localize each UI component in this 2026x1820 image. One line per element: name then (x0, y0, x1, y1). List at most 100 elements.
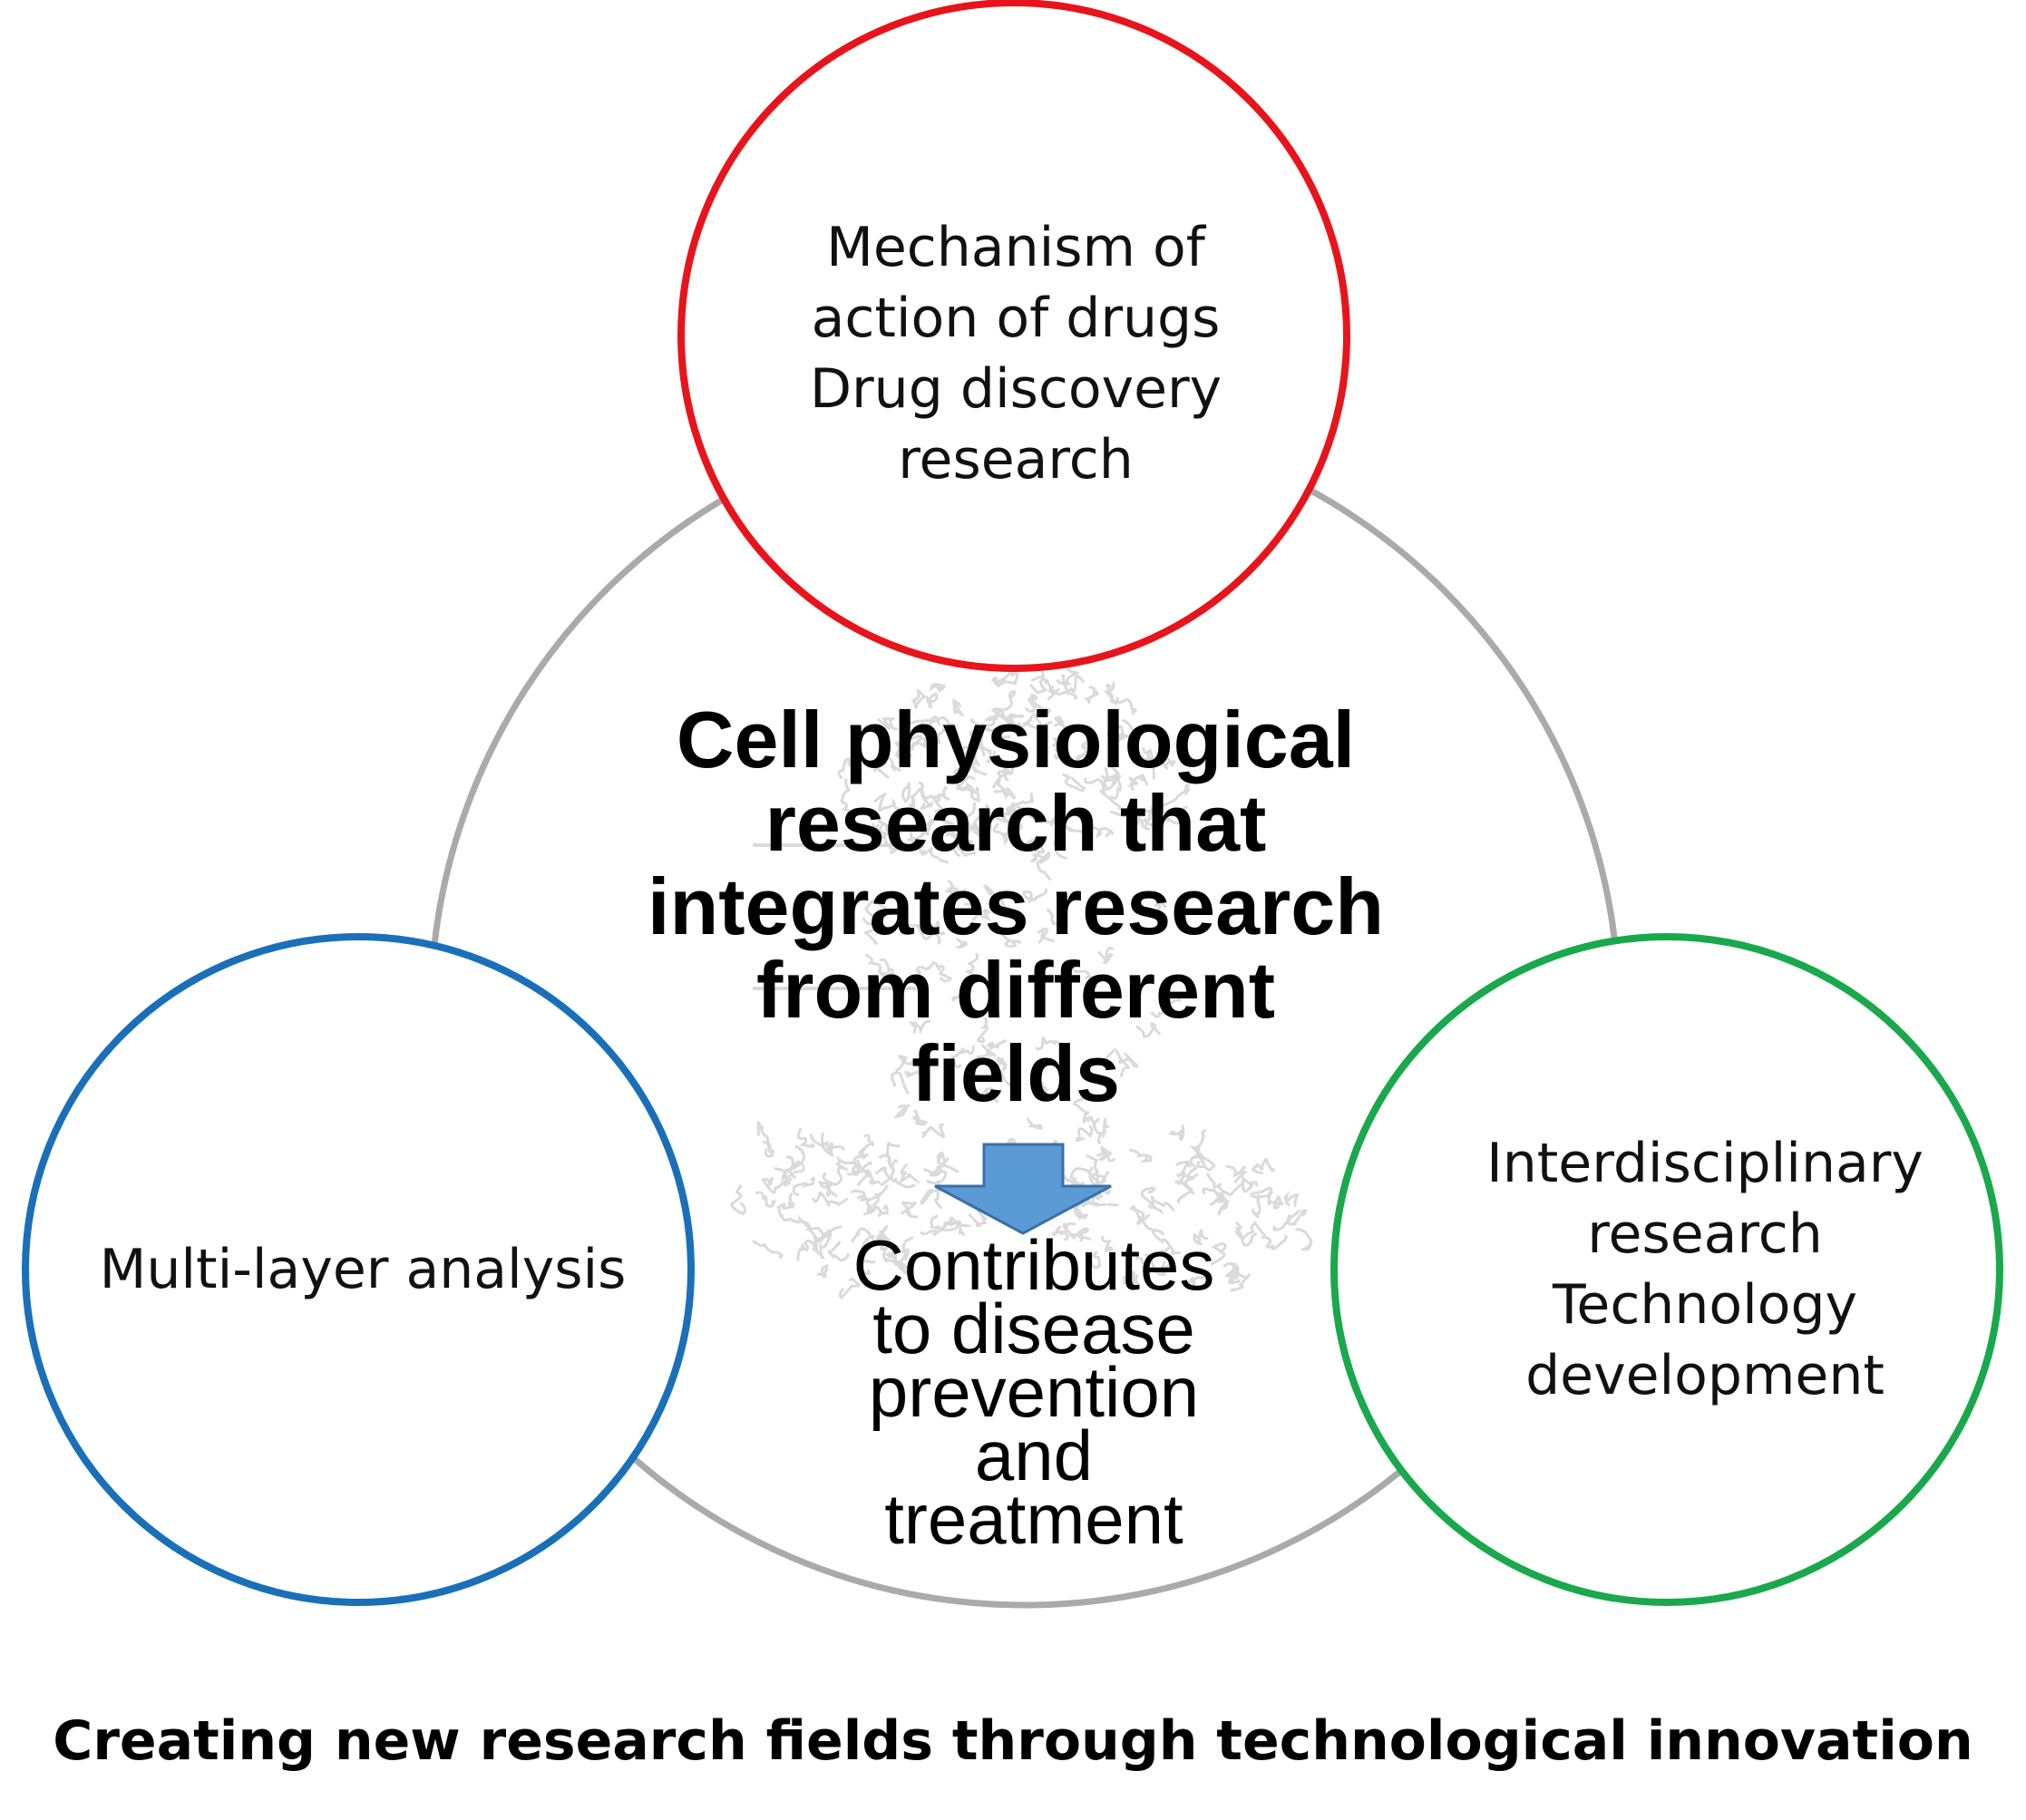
protein-watermark-strand (1046, 908, 1066, 928)
center-title: Cell physiological research that integra… (580, 698, 1451, 1115)
protein-watermark-strand (912, 1109, 929, 1126)
protein-watermark-strand (901, 782, 911, 803)
right-circle-line: development (1525, 1344, 1885, 1407)
protein-watermark-strand (1228, 1274, 1242, 1285)
protein-watermark-strand (969, 729, 984, 767)
protein-watermark-strand (873, 756, 902, 779)
top-circle-line: Drug discovery (809, 357, 1222, 421)
protein-watermark-strand (797, 1127, 815, 1148)
protein-watermark-strand (987, 1039, 1007, 1052)
protein-watermark-strand (774, 1167, 796, 1183)
protein-watermark-strand (990, 706, 1008, 722)
protein-watermark-strand (1143, 751, 1155, 780)
protein-watermark-strand (1252, 1193, 1261, 1220)
protein-watermark-strand (1037, 927, 1055, 945)
protein-watermark-strand (885, 1245, 898, 1263)
protein-watermark-strand (1096, 946, 1115, 965)
protein-watermark-strand (1127, 809, 1156, 829)
protein-watermark-strand (878, 1141, 901, 1159)
protein-watermark-strand (992, 822, 1016, 846)
protein-watermark-strand (1217, 1199, 1230, 1216)
protein-watermark-strand (817, 1263, 829, 1279)
protein-watermark-strand (1168, 1124, 1185, 1142)
protein-watermark-strand (1085, 686, 1100, 705)
protein-watermark-strand (990, 667, 1012, 687)
protein-watermark-strand (879, 958, 895, 981)
protein-watermark-strand (1101, 1235, 1114, 1253)
protein-watermark-strand (976, 1044, 997, 1059)
protein-watermark-strand (955, 938, 969, 949)
protein-watermark-strand (908, 1019, 931, 1035)
protein-watermark-strand (838, 1277, 861, 1299)
protein-watermark-strand (850, 1227, 873, 1250)
protein-watermark-strand (817, 1180, 838, 1198)
protein-watermark-strand (947, 880, 978, 906)
protein-watermark-strand (1151, 1228, 1181, 1255)
protein-watermark-strand (1140, 1186, 1164, 1215)
protein-watermark-strand (822, 1162, 849, 1187)
protein-watermark-strand (1030, 848, 1045, 863)
protein-watermark-strand (892, 1104, 911, 1118)
right-circle-line: research (1587, 1202, 1823, 1266)
protein-watermark-strand (777, 1208, 811, 1229)
protein-watermark-strand (1147, 1195, 1175, 1212)
top-drug-research-circle (677, 0, 1350, 672)
protein-watermark-strand (793, 1144, 805, 1173)
protein-watermark-strand (1135, 1022, 1162, 1038)
protein-watermark-strand (1144, 1252, 1167, 1277)
protein-watermark-strand (1104, 1047, 1131, 1077)
protein-watermark-strand (871, 1224, 889, 1244)
top-circle-line: action of drugs (811, 287, 1221, 350)
protein-watermark-strand (1175, 1160, 1197, 1192)
protein-watermark-strand (1234, 1221, 1267, 1240)
protein-watermark-strand (970, 825, 986, 837)
protein-watermark-strand (730, 1183, 746, 1216)
protein-watermark-strand (943, 829, 972, 848)
protein-watermark-strand (933, 809, 961, 832)
protein-watermark-strand (890, 1169, 917, 1189)
protein-watermark-strand (1062, 819, 1090, 833)
protein-watermark-strand (890, 1071, 911, 1095)
protein-watermark-strand (1056, 662, 1080, 686)
protein-watermark-strand (1102, 1117, 1110, 1138)
right-interdisciplinary-circle (1330, 933, 2003, 1606)
protein-watermark-strand (852, 1161, 872, 1177)
protein-watermark-strand (858, 1134, 875, 1156)
contribution-line: prevention (868, 1352, 1200, 1432)
protein-watermark-strand (993, 761, 1014, 795)
protein-watermark-strand (1051, 1225, 1069, 1241)
protein-watermark-strand (1295, 1228, 1313, 1251)
protein-watermark-strand (752, 1239, 784, 1260)
right-circle-text: Interdisciplinary research Technology de… (1388, 1115, 2022, 1424)
protein-watermark-strand (926, 1180, 943, 1210)
protein-watermark-strand (1272, 1209, 1301, 1231)
down-arrow-icon (934, 1143, 1112, 1235)
protein-watermark-strand (897, 735, 923, 758)
right-circle-line: Technology (1552, 1273, 1858, 1337)
left-multilayer-circle (22, 933, 695, 1606)
protein-watermark-strand (977, 1087, 999, 1104)
protein-watermark-strand (900, 1201, 919, 1219)
protein-watermark-strand (898, 1163, 920, 1185)
protein-watermark-strand (997, 927, 1022, 948)
center-title-line: integrates research (648, 861, 1384, 951)
protein-watermark-strand (800, 1220, 819, 1253)
protein-watermark-strand (1028, 696, 1052, 716)
protein-watermark-strand (894, 741, 913, 760)
protein-watermark-strand (1130, 773, 1149, 792)
protein-watermark-strand (864, 953, 894, 978)
protein-watermark-strand (933, 961, 952, 983)
protein-watermark-strand (1075, 736, 1094, 764)
center-title-line: Cell physiological (676, 695, 1356, 784)
protein-watermark-strand (956, 803, 977, 844)
protein-watermark-strand (974, 725, 996, 757)
protein-watermark-strand (1086, 1251, 1101, 1270)
protein-watermark-strand (1150, 994, 1192, 1018)
protein-watermark-strand (1036, 851, 1052, 881)
protein-watermark-strand (954, 780, 981, 803)
protein-watermark-strand (855, 1259, 876, 1276)
protein-watermark-strand (1286, 1209, 1308, 1226)
protein-watermark-strand (1098, 1149, 1116, 1163)
protein-watermark-strand (924, 691, 939, 708)
protein-watermark-strand (930, 1213, 946, 1232)
